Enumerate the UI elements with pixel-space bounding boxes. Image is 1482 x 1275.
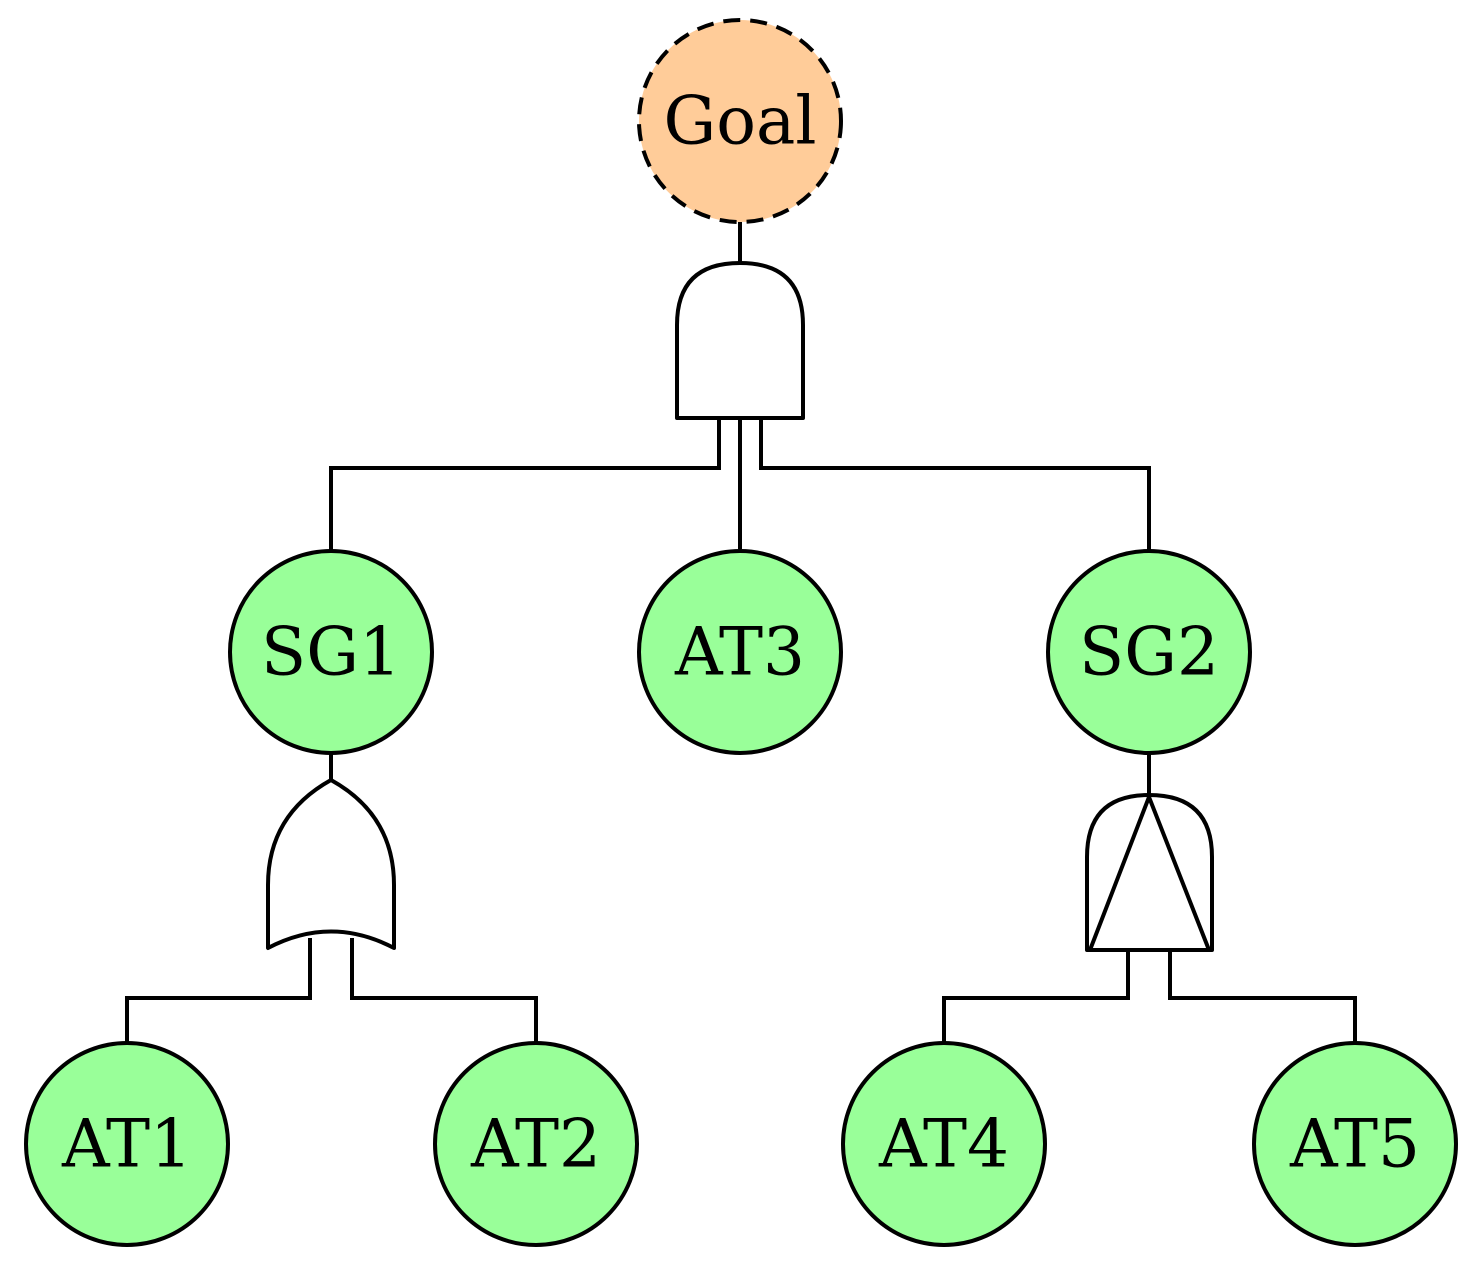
sand-gate-triangle (1088, 791, 1211, 951)
sg2-edges (942, 752, 1357, 1043)
at3-label: AT3 (674, 614, 805, 691)
goal-edges (329, 222, 1151, 552)
edge-sand-gate-to-at5 (1168, 950, 1357, 1043)
node-at2[interactable]: AT2 (433, 1041, 639, 1247)
and-gate-shape (675, 261, 805, 420)
at2-label: AT2 (470, 1106, 601, 1183)
sand-gate (1085, 791, 1214, 952)
or-gate-shape (266, 778, 396, 950)
node-at4[interactable]: AT4 (841, 1041, 1047, 1247)
at3-circle (637, 549, 843, 755)
edge-or-gate-to-at2 (350, 938, 538, 1043)
at1-circle (24, 1041, 230, 1247)
node-sg1[interactable]: SG1 (228, 549, 434, 755)
node-at3[interactable]: AT3 (637, 549, 843, 755)
node-at5[interactable]: AT5 (1252, 1041, 1458, 1247)
edge-and-gate-to-sg2 (759, 418, 1151, 552)
at4-circle (841, 1041, 1047, 1247)
goal-circle (637, 18, 843, 224)
goal-label: Goal (664, 83, 817, 160)
at2-circle (433, 1041, 639, 1247)
or-gate (266, 778, 396, 950)
sg2-circle (1046, 549, 1252, 755)
at4-label: AT4 (878, 1106, 1009, 1183)
node-sg2[interactable]: SG2 (1046, 549, 1252, 755)
edge-or-gate-to-at1 (125, 938, 312, 1043)
sg2-label: SG2 (1079, 614, 1219, 691)
at1-label: AT1 (61, 1106, 192, 1183)
edge-sand-gate-to-at4 (942, 950, 1130, 1043)
edge-and-gate-to-sg1 (329, 418, 721, 552)
at5-label: AT5 (1289, 1106, 1420, 1183)
sg1-circle (228, 549, 434, 755)
and-gate (675, 261, 805, 420)
sg1-label: SG1 (261, 614, 401, 691)
sg1-edges (125, 752, 538, 1043)
sand-gate-shape (1085, 793, 1214, 952)
node-goal[interactable]: Goal (637, 18, 843, 224)
node-at1[interactable]: AT1 (24, 1041, 230, 1247)
at5-circle (1252, 1041, 1458, 1247)
